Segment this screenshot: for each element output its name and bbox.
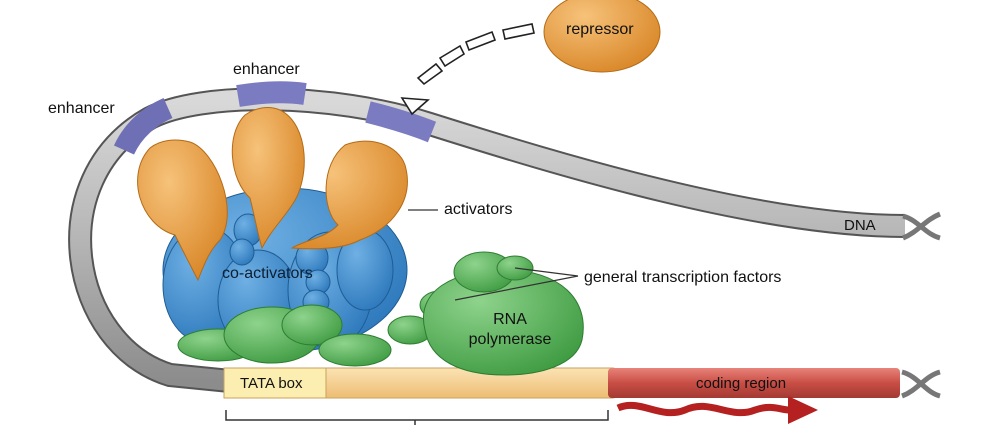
activator-left	[137, 139, 228, 282]
gtf-leader-2	[454, 275, 579, 301]
repressor	[543, 0, 661, 73]
tata-box-segment	[223, 367, 327, 399]
gtf-leader-1	[514, 267, 579, 277]
dna-end-twist-bottom	[900, 369, 941, 399]
promoter-bracket	[225, 410, 609, 425]
general-transcription-factors-label: general transcription factors	[584, 269, 782, 286]
tata-box-label: TATA box	[240, 375, 303, 392]
enhancer-label-top: enhancer	[233, 61, 300, 78]
dna-label: DNA	[844, 217, 876, 234]
activator-middle	[231, 107, 305, 250]
rna-polymerase-label-line2: polymerase	[468, 331, 552, 348]
transcript-arrowhead	[788, 396, 818, 424]
coding-region-segment	[608, 368, 900, 398]
coding-region-label: coding region	[696, 375, 787, 392]
enhancer-segment-top	[236, 81, 307, 107]
co-activators-label: co-activators	[222, 265, 313, 282]
enhancer-label-left: enhancer	[48, 100, 115, 117]
dna-end-twist-top	[901, 211, 942, 241]
repressor-label: repressor	[566, 21, 634, 38]
activators-label: activators	[444, 201, 513, 218]
repressor-arrow	[400, 23, 535, 116]
activator-right	[290, 140, 408, 250]
enhancer-segment-right	[365, 101, 437, 143]
transcript-arrow	[616, 401, 791, 417]
enhancer-segment-left	[113, 97, 173, 156]
rna-polymerase	[423, 251, 584, 376]
rna-polymerase-label-line1: RNA	[493, 311, 527, 328]
